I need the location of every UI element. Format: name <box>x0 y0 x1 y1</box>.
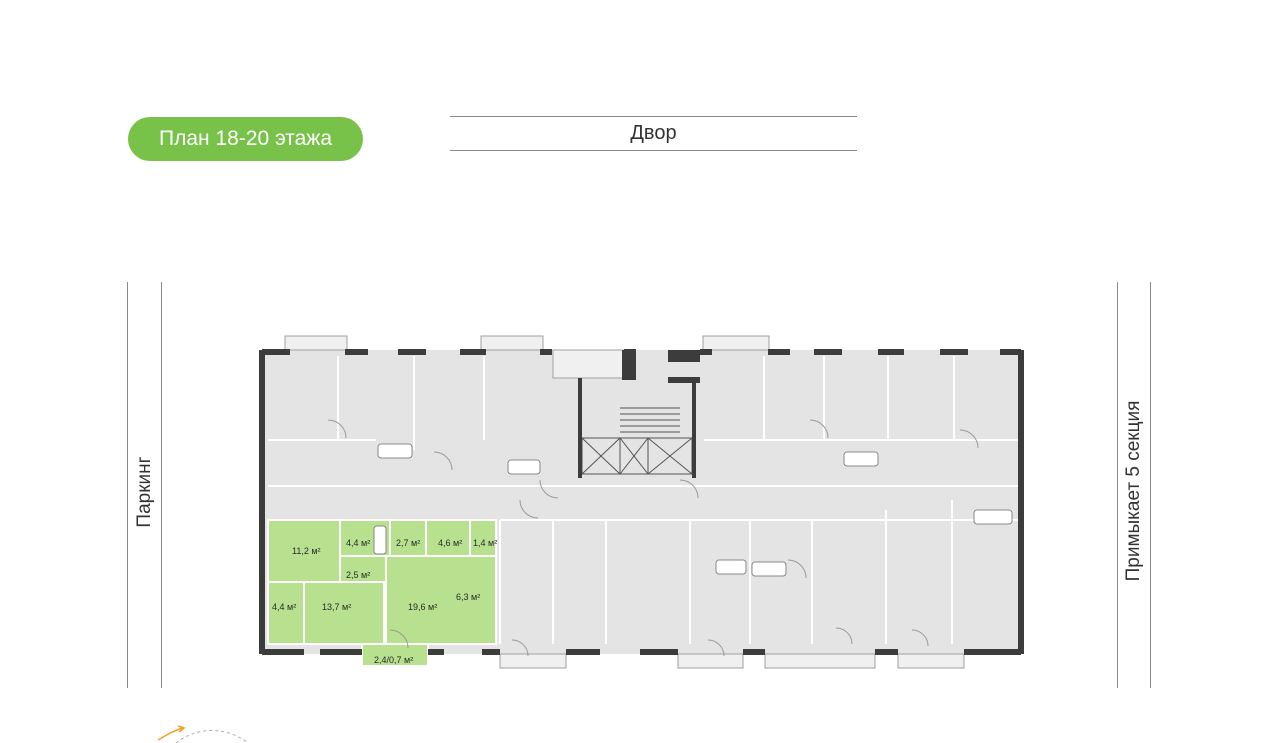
area-label-balcony: 2,4/0,7 м² <box>374 655 413 665</box>
area-label-wc: 2,7 м² <box>396 538 420 548</box>
parking-line-outer <box>127 282 128 688</box>
bathtubs <box>373 443 1013 577</box>
apartment-area-labels: 11,2 м² 4,4 м² 2,7 м² 4,6 м² 1,4 м² 2,5 … <box>272 538 497 665</box>
core-walls <box>578 350 700 478</box>
compass-icon <box>157 725 249 743</box>
area-label-kitchen: 6,3 м² <box>456 592 480 602</box>
interior-walls <box>268 356 1018 644</box>
outer-walls <box>259 349 1024 655</box>
door-swings <box>327 419 979 657</box>
highlighted-apartment[interactable] <box>267 519 497 667</box>
area-label-closet: 1,4 м² <box>473 538 497 548</box>
area-label-hall: 2,5 м² <box>346 570 370 580</box>
area-label-room-1: 11,2 м² <box>292 546 321 556</box>
floor-badge: План 18-20 этажа <box>128 117 363 161</box>
balconies-bottom <box>499 653 965 669</box>
area-label-room-2: 13,7 м² <box>322 602 351 612</box>
area-label-bathroom: 4,4 м² <box>346 538 370 548</box>
parking-line-inner <box>161 282 162 688</box>
stair-elevator-core <box>581 407 693 475</box>
area-label-storage: 4,6 м² <box>438 538 462 548</box>
courtyard-top-line <box>450 116 857 117</box>
section-line-inner <box>1117 282 1118 688</box>
section-line-outer <box>1150 282 1151 688</box>
area-label-living: 19,6 м² <box>408 602 437 612</box>
balconies-top <box>284 335 770 379</box>
courtyard-bottom-line <box>450 150 857 151</box>
area-label-wardrobe: 4,4 м² <box>272 602 296 612</box>
courtyard-label: Двор <box>630 122 677 144</box>
